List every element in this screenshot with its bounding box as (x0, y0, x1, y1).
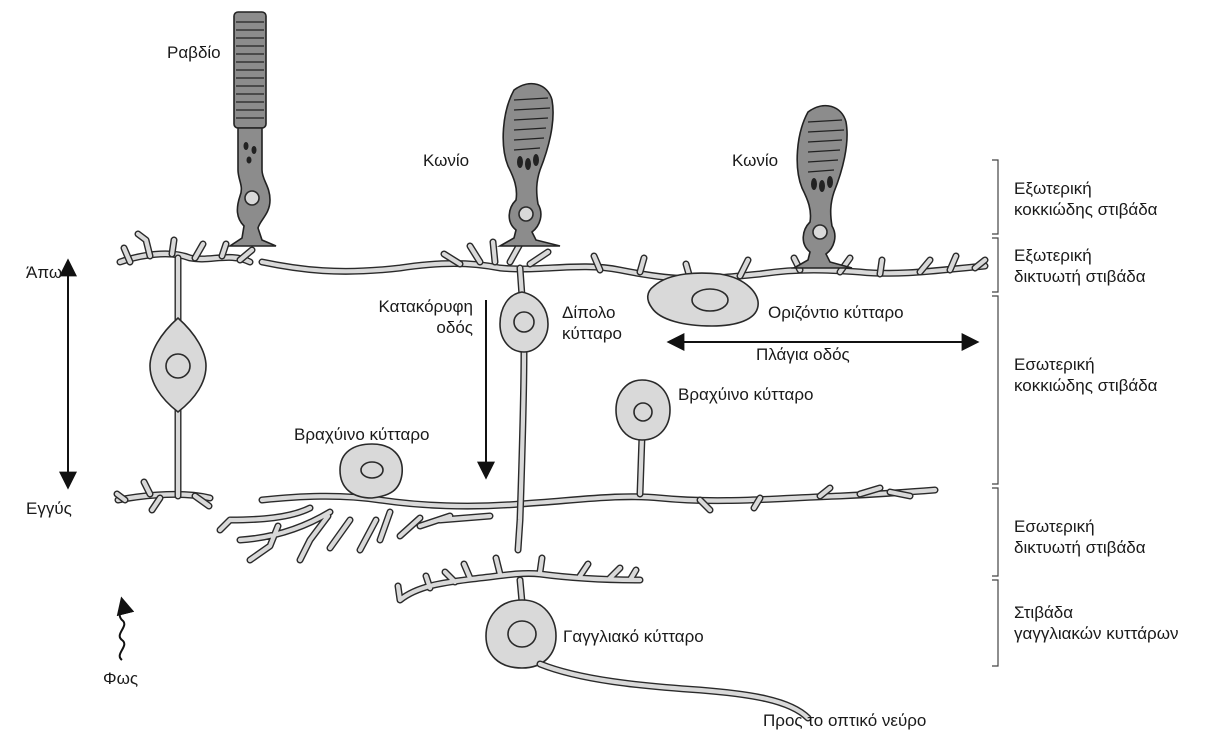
rod-label: Ραβδίο (167, 42, 221, 63)
cone-label-2: Κωνίο (732, 150, 778, 171)
cone-cell-2 (794, 106, 852, 268)
horizontal-cell-right (648, 273, 758, 326)
cone-cell-1 (500, 84, 560, 246)
light-label: Φως (103, 668, 138, 689)
vertical-path-label: Κατακόρυφη οδός (367, 296, 473, 338)
horizontal-cell-label: Οριζόντιο κύτταρο (768, 302, 904, 323)
cone-label-1: Κωνίο (423, 150, 469, 171)
rod-cell (230, 12, 276, 246)
lateral-path-label: Πλάγια οδός (756, 344, 850, 365)
amacrine-cell-left-label: Βραχύινο κύτταρο (294, 424, 429, 445)
layer-outer-plexiform: Εξωτερική δικτυωτή στιβάδα (1014, 245, 1146, 287)
amacrine-cell-right (616, 380, 670, 494)
layer-outer-nuclear: Εξωτερική κοκκιώδης στιβάδα (1014, 178, 1158, 220)
far-label: Άπω (26, 262, 62, 283)
bipolar-cell-label: Δίπολο κύτταρο (562, 302, 622, 344)
layer-ganglion: Στιβάδα γαγγλιακών κυττάρων (1014, 602, 1178, 644)
layer-brackets (992, 160, 998, 666)
ganglion-cell-label: Γαγγλιακό κύτταρο (563, 626, 704, 647)
optic-nerve-label: Προς το οπτικό νεύρο (763, 710, 926, 731)
near-label: Εγγύς (26, 498, 72, 519)
layer-inner-plexiform: Εσωτερική δικτυωτή στιβάδα (1014, 516, 1146, 558)
amacrine-cell-left (340, 444, 402, 498)
amacrine-cell-right-label: Βραχύινο κύτταρο (678, 384, 813, 405)
inner-plexiform-fibers (117, 482, 935, 560)
layer-inner-nuclear: Εσωτερική κοκκιώδης στιβάδα (1014, 354, 1158, 396)
light-arrow (120, 600, 125, 660)
horizontal-cell-left (150, 258, 206, 496)
